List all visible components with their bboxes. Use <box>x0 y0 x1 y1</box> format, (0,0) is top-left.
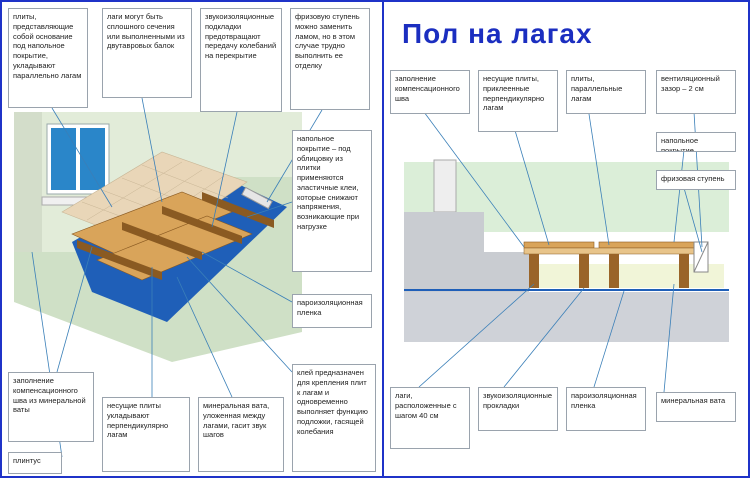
section-joists <box>529 254 689 288</box>
callout-mineral-wool-right: минеральная вата <box>656 392 736 422</box>
callout-vent-gap: вентиляционный зазор – 2 см <box>656 70 736 114</box>
door-frame <box>433 159 457 213</box>
side-wall <box>14 112 42 252</box>
callout-vapor-film-right: пароизоляционная пленка <box>566 387 646 431</box>
callout-expansion-joint: заполнение компенсационного шва из минер… <box>8 372 94 442</box>
concrete-step <box>404 212 529 292</box>
step-board <box>241 186 273 210</box>
window-pane-right <box>80 128 105 190</box>
callout-joists-spacing: лаги, расположенные с шагом 40 см <box>390 387 470 449</box>
callout-bearing-plates: несущие плиты укладывают перпендикулярно… <box>102 397 190 472</box>
right-panel: Пол на лагах <box>382 0 750 478</box>
callout-parallel-plates: плиты, параллельные лагам <box>566 70 646 114</box>
callout-vapor-film: пароизоляционная пленка <box>292 294 372 328</box>
callout-covering: напольное покрытие <box>656 132 736 152</box>
mineral-wool-fill <box>534 264 724 288</box>
callout-base-boards: плиты, представляющие собой основание по… <box>8 8 88 108</box>
callout-mineral-wool: минеральная вата, уложенная между лагами… <box>198 397 284 472</box>
callout-step: фризовая ступень <box>656 170 736 190</box>
callout-floor-covering: напольное покрытие – под облицовку из пл… <box>292 130 372 272</box>
lower-board <box>523 247 695 255</box>
callout-sound-pads-right: звукоизоляционные прокладки <box>478 387 558 431</box>
concrete-slab <box>404 292 729 342</box>
isometric-floor-illustration <box>14 97 323 458</box>
top-board-left <box>523 241 595 249</box>
joists <box>77 192 274 280</box>
section-leader-lines <box>418 111 703 393</box>
vent-gap-diagonal <box>693 241 709 273</box>
window-pane-left <box>51 128 76 190</box>
callout-joists: лаги могут быть сплошного сечения или вы… <box>102 8 192 98</box>
top-board-right <box>598 241 695 249</box>
callout-baseboard: плинтус <box>8 452 62 474</box>
diagram-title: Пол на лагах <box>402 18 593 49</box>
callout-glue: клей предназначен для крепления плит к л… <box>292 364 376 472</box>
callout-frieze-step: фризовую ступень можно заменить ламом, н… <box>290 8 370 110</box>
load-bearing-board-1 <box>71 191 233 258</box>
left-panel: плиты, представляющие собой основание по… <box>0 0 384 478</box>
callout-glued-plates: несущие плиты, приклеенные перпендикуляр… <box>478 70 558 132</box>
callout-compensation-joint: заполнение компенсационного шва <box>390 70 470 114</box>
cross-section-illustration <box>404 111 729 393</box>
callout-sound-pads: звукоизоляционные подкладки предотвращаю… <box>200 8 282 112</box>
